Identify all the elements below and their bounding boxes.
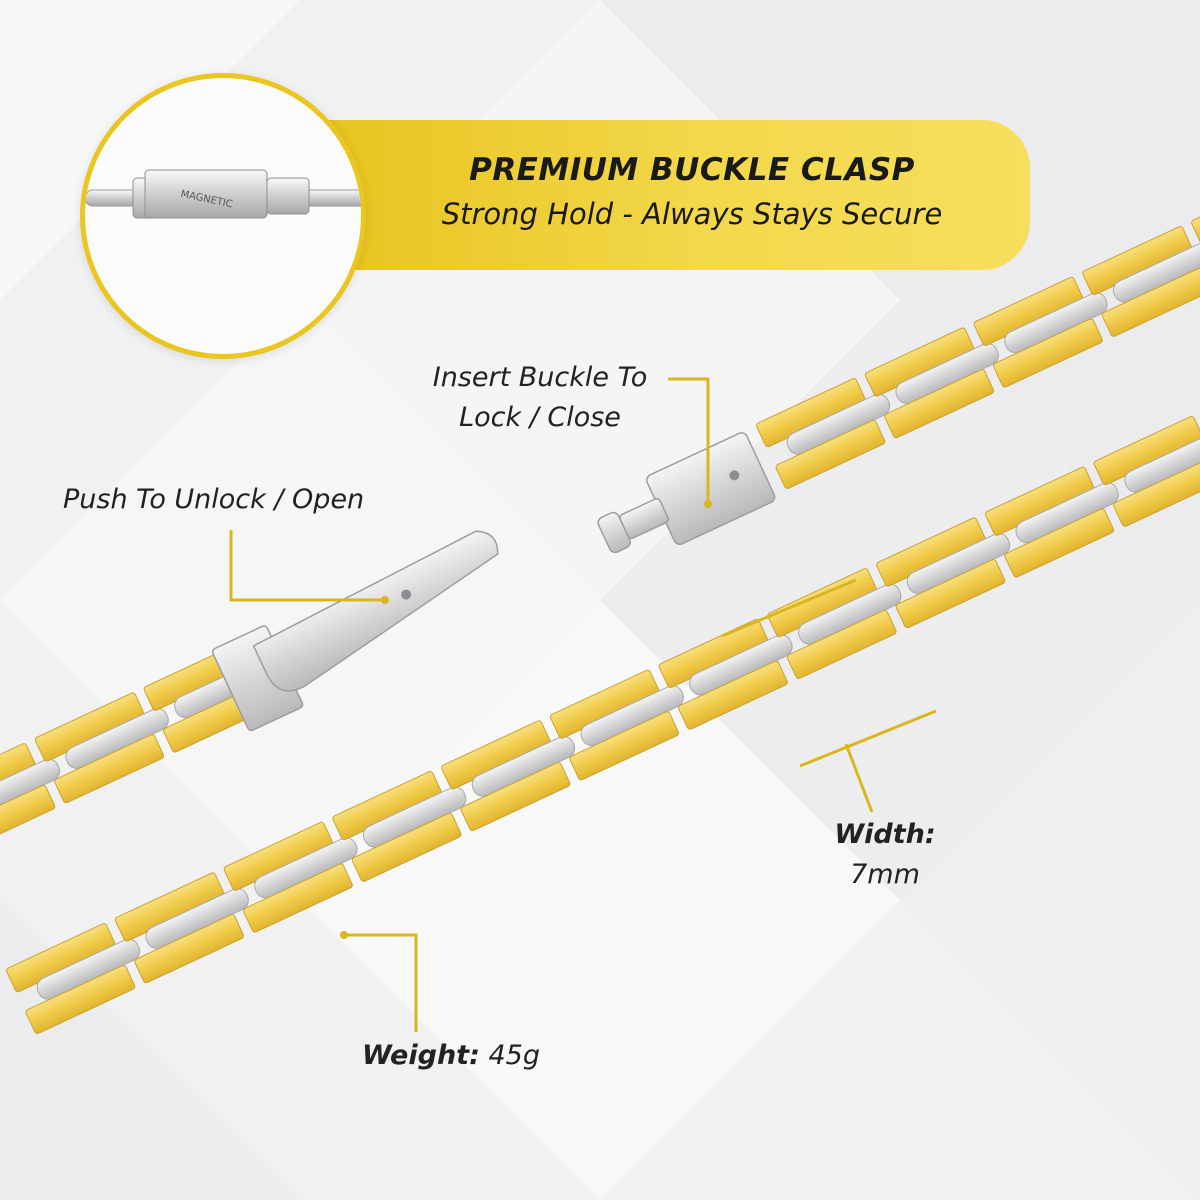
weight-label-title: Weight:: [362, 1040, 480, 1071]
buckle-housing: [211, 530, 499, 732]
weight-label: Weight: 45g: [362, 1036, 540, 1076]
width-label: Width: 7mm: [800, 815, 970, 895]
insert-buckle-line2: Lock / Close: [459, 402, 621, 433]
clasp-closeup: MAGNETIC: [80, 73, 366, 359]
width-label-title: Width:: [834, 819, 936, 850]
title-banner: [300, 120, 1030, 270]
width-value: 7mm: [850, 859, 920, 890]
banner-subtitle: Strong Hold - Always Stays Secure: [441, 197, 943, 231]
insert-buckle-line1: Insert Buckle To: [432, 362, 648, 393]
insert-buckle-label: Insert Buckle To Lock / Close: [420, 358, 660, 438]
banner-text: PREMIUM BUCKLE CLASP Strong Hold - Alway…: [392, 150, 992, 235]
push-unlock-label: Push To Unlock / Open: [63, 484, 365, 515]
weight-value: 45g: [488, 1040, 540, 1071]
buckle-tongue: [597, 432, 776, 554]
clasp-closeup-icon: MAGNETIC: [85, 169, 361, 219]
banner-title: PREMIUM BUCKLE CLASP: [469, 152, 915, 188]
